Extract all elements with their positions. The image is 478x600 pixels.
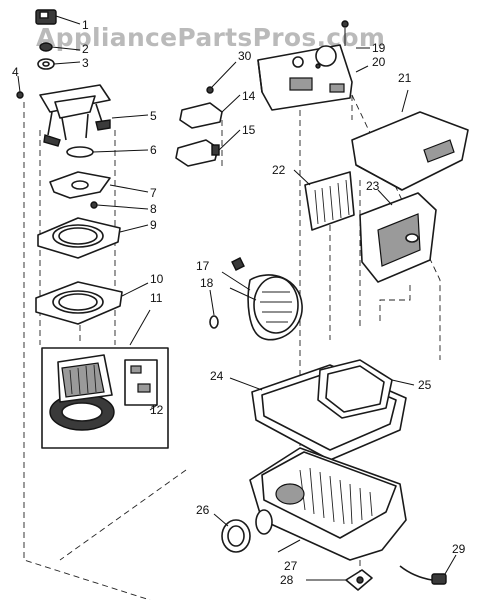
- callout-24: 24: [210, 369, 224, 383]
- part-exhaust-filter[interactable]: [293, 169, 355, 231]
- part-washer[interactable]: [37, 58, 81, 70]
- part-top-cover[interactable]: [351, 89, 469, 191]
- callout-22: 22: [272, 163, 286, 177]
- callout-23: 23: [366, 179, 380, 193]
- part-latch-top[interactable]: [179, 94, 241, 129]
- callout-25: 25: [418, 378, 432, 392]
- callout-21: 21: [398, 71, 412, 85]
- part-canister-body[interactable]: [249, 447, 407, 561]
- part-nut[interactable]: [39, 42, 81, 52]
- part-motor-assembly[interactable]: [41, 347, 169, 449]
- part-switch[interactable]: [35, 9, 81, 25]
- callout-2: 2: [82, 42, 89, 56]
- part-fan-cover[interactable]: [37, 217, 149, 259]
- part-motor-gasket[interactable]: [35, 281, 149, 325]
- callout-19: 19: [372, 41, 386, 55]
- part-screw-30[interactable]: [206, 61, 237, 94]
- part-lamp[interactable]: [209, 289, 219, 329]
- callout-15: 15: [242, 123, 256, 137]
- part-screw-fan[interactable]: [90, 201, 149, 210]
- part-screw-left[interactable]: [16, 75, 24, 99]
- callout-8: 8: [150, 202, 157, 216]
- part-fan[interactable]: [49, 171, 149, 199]
- part-motor-brushes[interactable]: [124, 359, 158, 411]
- callout-30: 30: [238, 49, 252, 63]
- part-cord-reel[interactable]: [221, 257, 303, 341]
- callout-14: 14: [242, 89, 256, 103]
- part-dust-bag[interactable]: [359, 189, 437, 283]
- part-switch-housing[interactable]: [257, 20, 370, 111]
- callout-7: 7: [150, 186, 157, 200]
- callout-5: 5: [150, 109, 157, 123]
- callout-4: 4: [12, 65, 19, 79]
- callout-1: 1: [82, 18, 89, 32]
- part-power-cord[interactable]: [399, 554, 457, 585]
- callout-6: 6: [150, 143, 157, 157]
- part-shaft-adapter[interactable]: [66, 146, 149, 158]
- callout-17: 17: [196, 259, 210, 273]
- part-caster[interactable]: [306, 569, 373, 591]
- callout-20: 20: [372, 55, 386, 69]
- part-wheel[interactable]: [213, 513, 251, 553]
- callout-12: 12: [150, 403, 164, 417]
- leader-11: [129, 309, 151, 346]
- callout-3: 3: [82, 56, 89, 70]
- callout-labels: 1 2 3 4 5 6 7 8 9 10 11 12 14 15 17 18 1…: [12, 18, 466, 587]
- callout-26: 26: [196, 503, 210, 517]
- part-latch-bottom[interactable]: [175, 129, 241, 167]
- callout-29: 29: [452, 542, 466, 556]
- callout-10: 10: [150, 272, 164, 286]
- callout-18: 18: [200, 276, 214, 290]
- callout-11: 11: [150, 291, 163, 305]
- callout-27: 27: [284, 559, 298, 573]
- callout-28: 28: [280, 573, 294, 587]
- part-motor-bracket[interactable]: [39, 84, 149, 147]
- callout-9: 9: [150, 218, 157, 232]
- part-filter-frame[interactable]: [317, 359, 415, 419]
